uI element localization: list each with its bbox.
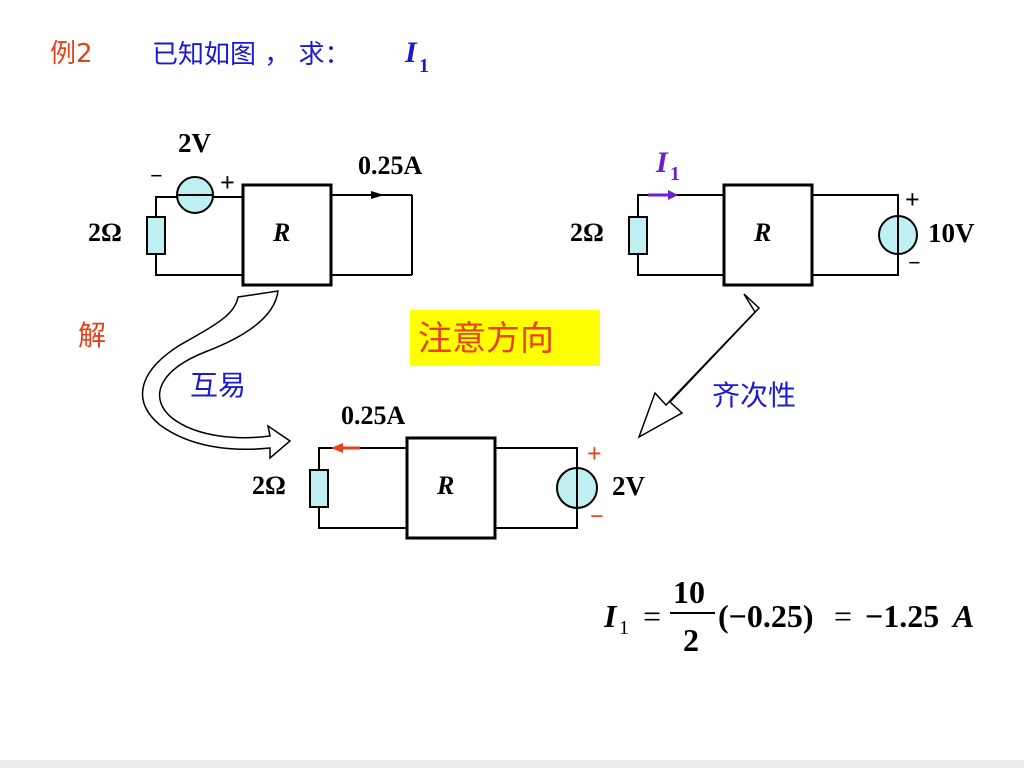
reciprocity-note: 互易 (190, 369, 247, 402)
top-left-resistor (146, 216, 166, 255)
top-right-r-box (722, 183, 814, 287)
top-left-current-label: 0.25A (358, 151, 423, 180)
top-right-current-symbol: I (656, 146, 668, 179)
formula-lhs-subscript: 1 (619, 617, 629, 639)
formula-unit: A (953, 598, 975, 634)
bottom-current-arrow (331, 443, 343, 453)
formula-lhs-symbol: I (604, 598, 617, 634)
formula-factor: (−0.25) (718, 598, 814, 634)
bottom-circuit (318, 447, 578, 529)
bottom-box-label: R (437, 471, 455, 500)
top-right-current-subscript: 1 (670, 163, 680, 185)
unknown-subscript: 1 (419, 55, 429, 77)
bottom-resistor (309, 469, 329, 508)
attention-highlight (410, 310, 600, 366)
slide-bottom-band (0, 760, 1024, 768)
top-left-source-minus: − (150, 163, 163, 188)
top-right-source-minus: − (908, 250, 921, 275)
top-left-resistor-label: 2Ω (88, 218, 122, 247)
example-label: 例2 (50, 39, 93, 69)
formula-equals-2: = (834, 598, 853, 634)
top-right-resistor-label: 2Ω (570, 218, 604, 247)
formula-numerator: 10 (673, 574, 705, 610)
top-right-resistor (628, 216, 648, 255)
problem-text: 已知如图 ， 求： (152, 40, 351, 70)
reciprocity-curved-arrow (141, 290, 292, 460)
bottom-r-box (405, 436, 497, 540)
bottom-source-voltage: 2V (612, 471, 645, 501)
top-left-box-label: R (273, 218, 291, 247)
formula-result: −1.25 (865, 598, 940, 634)
bottom-resistor-label: 2Ω (252, 471, 286, 500)
top-left-source-plus: + (220, 168, 235, 197)
top-left-r-box (241, 183, 333, 287)
top-right-current-arrow (668, 190, 678, 200)
bottom-source-plus: + (587, 439, 602, 468)
top-right-source-voltage: 10V (928, 218, 975, 248)
formula-denominator: 2 (683, 622, 699, 658)
bottom-current-label: 0.25A (341, 401, 406, 430)
top-right-source-plus: + (905, 185, 920, 214)
unknown-symbol: I (405, 36, 417, 69)
top-right-circuit (637, 194, 899, 276)
homogeneity-note: 齐次性 (712, 379, 797, 412)
attention-direction-note: 注意方向 (418, 319, 554, 359)
top-right-box-label: R (754, 218, 772, 247)
top-left-source-voltage: 2V (178, 128, 211, 158)
bottom-source-minus: − (590, 504, 604, 530)
solution-label: 解 (78, 319, 107, 352)
formula-equals: = (643, 598, 662, 634)
